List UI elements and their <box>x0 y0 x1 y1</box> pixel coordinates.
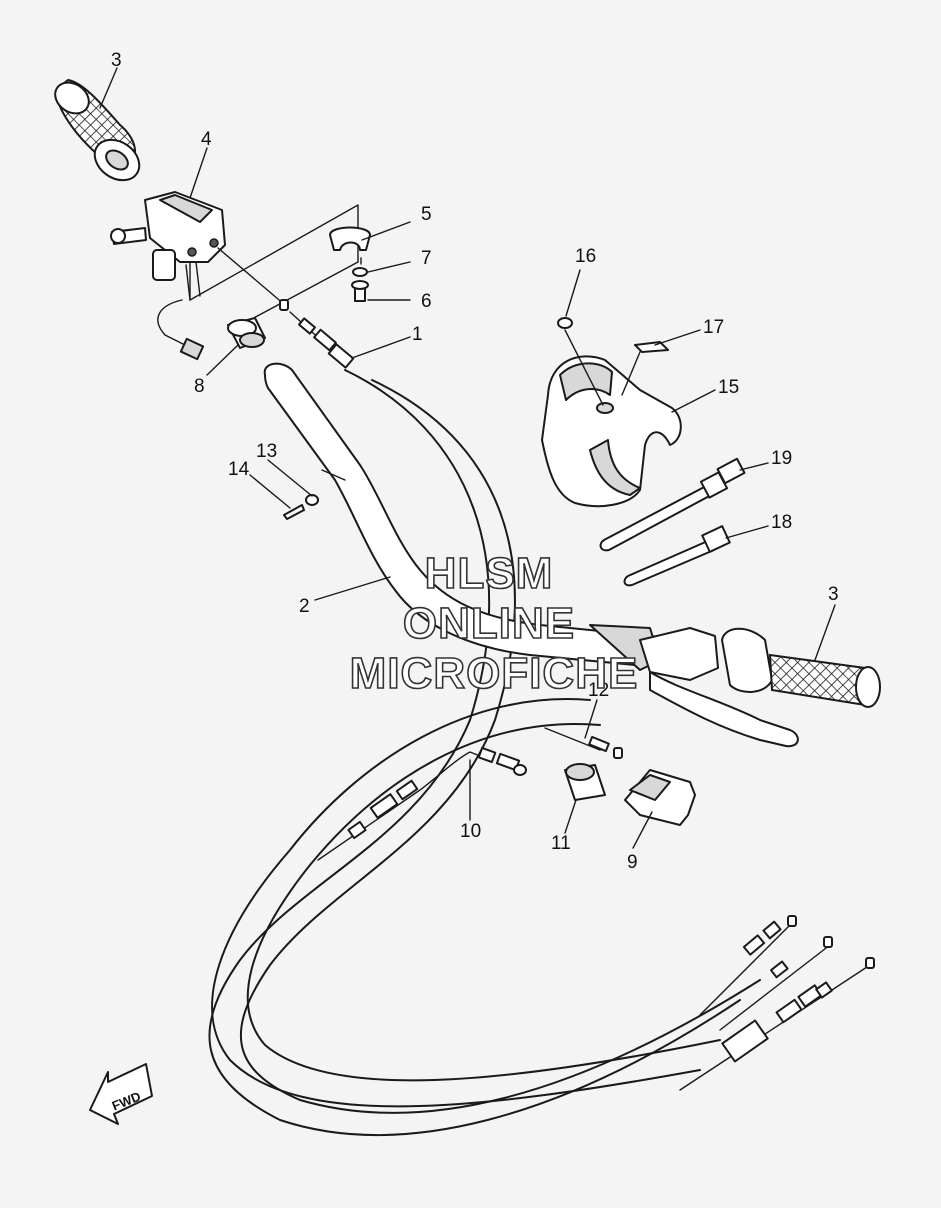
fwd-arrow: FWD <box>89 1063 153 1125</box>
right-grip-and-lever <box>589 624 881 748</box>
callout-3-left: 3 <box>111 50 122 71</box>
cable-ties <box>599 457 746 587</box>
callout-17: 17 <box>703 317 724 338</box>
callout-9: 9 <box>627 852 638 873</box>
callout-10: 10 <box>460 821 481 842</box>
callout-12: 12 <box>588 680 609 701</box>
callout-7: 7 <box>421 248 432 269</box>
callout-18: 18 <box>771 512 792 533</box>
lower-cable-ends <box>679 915 875 1091</box>
callout-11: 11 <box>551 833 571 854</box>
watermark-line-1: HLSM <box>425 549 554 598</box>
collar <box>227 317 266 349</box>
callout-8: 8 <box>194 376 205 397</box>
callout-numbers: 3 4 5 7 6 1 8 16 17 15 19 18 3 13 14 2 1… <box>111 50 839 873</box>
callout-13: 13 <box>256 441 277 462</box>
callout-5: 5 <box>421 204 432 225</box>
clamp-parts <box>329 226 371 302</box>
leader-lines <box>99 67 836 849</box>
callout-6: 6 <box>421 291 432 312</box>
callout-14: 14 <box>228 459 250 480</box>
callout-2: 2 <box>299 596 310 617</box>
callout-1: 1 <box>412 324 423 345</box>
pin-and-clip <box>283 494 319 520</box>
left-grip <box>54 78 141 182</box>
throttle-housing <box>110 191 226 361</box>
callout-3-right: 3 <box>828 584 839 605</box>
long-cable-loops <box>208 369 761 1136</box>
throttle-cable <box>217 247 355 369</box>
watermark-line-3: MICROFICHE <box>350 649 639 698</box>
callout-16: 16 <box>575 246 596 267</box>
callout-15: 15 <box>718 377 739 398</box>
watermark-line-2: ONLINE <box>403 599 575 648</box>
clutch-cable-parts <box>317 727 696 861</box>
watermark: HLSM ONLINE MICROFICHE <box>349 548 639 699</box>
handlebar-cover <box>541 317 682 508</box>
callout-4: 4 <box>201 129 212 150</box>
callout-19: 19 <box>771 448 792 469</box>
